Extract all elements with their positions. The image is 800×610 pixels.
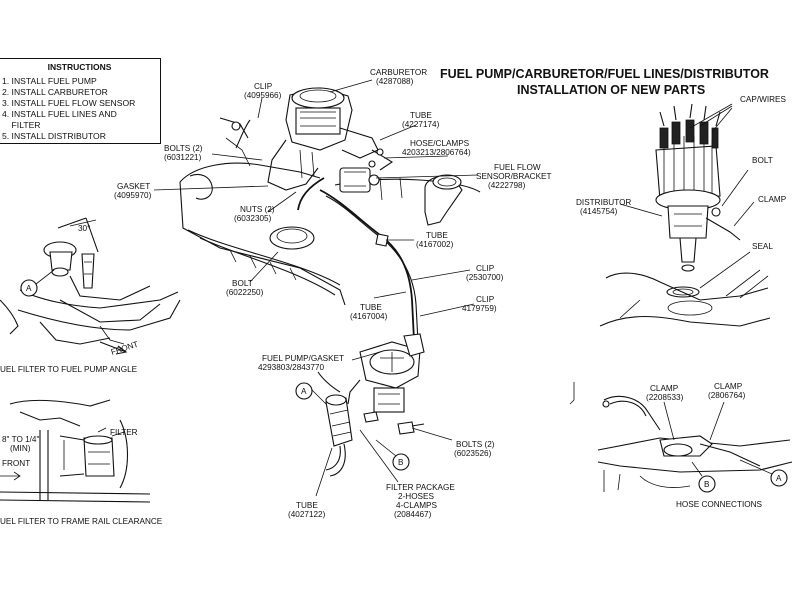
label-distributor-part: (4145754) — [580, 207, 618, 216]
leader-lines — [153, 79, 479, 497]
label-clip1: CLIP — [254, 82, 273, 91]
fuel-filter-icon — [325, 394, 353, 477]
callout-a-hose-circle — [770, 469, 788, 487]
label-nuts-part: (6032305) — [234, 214, 272, 223]
bolts-6023526-icon — [363, 411, 425, 435]
label-clearance-value: 8" TO 1/4" — [2, 435, 39, 444]
callout-b-hose-circle — [698, 475, 716, 493]
callout-b-label: B — [398, 458, 404, 467]
caption-filter-clearance: UEL FILTER TO FRAME RAIL CLEARANCE — [0, 517, 163, 526]
label-tube4-part: (4027122) — [288, 510, 326, 519]
label-filter-clamps: 4-CLAMPS — [396, 501, 437, 510]
oil-cap-icon — [269, 226, 315, 250]
label-filter-package: FILTER PACKAGE — [386, 483, 455, 492]
instruction-item: FILTER — [2, 120, 41, 130]
label-hose-connections: HOSE CONNECTIONS — [676, 500, 763, 509]
fuel-flow-sensor-icon — [339, 167, 380, 193]
label-cap-wires: CAP/WIRES — [740, 95, 786, 104]
instruction-item: 1. INSTALL FUEL PUMP — [2, 76, 97, 86]
label-pump-gasket-part: 4293803/2843770 — [258, 363, 324, 372]
label-clip3: CLIP — [476, 295, 495, 304]
label-clip2: CLIP — [476, 264, 495, 273]
label-filter-part: (2084467) — [394, 510, 432, 519]
label-tube3: TUBE — [360, 303, 382, 312]
label-hose-clamps-part: 4203213/2806764) — [402, 148, 471, 157]
label-angle-value: 30° — [78, 224, 90, 233]
label-seal: SEAL — [752, 242, 773, 251]
label-tube1: TUBE — [410, 111, 432, 120]
carburetor-icon — [219, 87, 379, 191]
callout-a-angle-circle — [20, 279, 38, 297]
label-front2: FRONT — [2, 459, 30, 468]
label-distributor: DISTRIBUTOR — [576, 198, 631, 207]
label-filter: FILTER — [110, 428, 138, 437]
engine-drawing: B A — [179, 87, 481, 477]
callout-a-circle — [295, 382, 313, 400]
callout-a-angle-label: A — [26, 284, 32, 293]
diagram-title-line1: FUEL PUMP/CARBURETOR/FUEL LINES/DISTRIBU… — [440, 67, 769, 81]
instruction-item: 4. INSTALL FUEL LINES AND — [2, 109, 117, 119]
label-tube4: TUBE — [296, 501, 318, 510]
label-bolt1-part: (6022250) — [226, 288, 264, 297]
label-tube1-part: (4227174) — [402, 120, 440, 129]
label-clamp-distributor: CLAMP — [758, 195, 787, 204]
label-pump-gasket: FUEL PUMP/GASKET — [262, 354, 344, 363]
label-clamp-a: CLAMP — [650, 384, 679, 393]
label-clip3-part: 4179759) — [462, 304, 497, 313]
callout-a-label: A — [301, 387, 307, 396]
callout-a-hose-label: A — [776, 474, 782, 483]
label-bolt2: BOLT — [752, 156, 773, 165]
label-carburetor-part: (4287088) — [376, 77, 414, 86]
label-bolts1-part: (6031221) — [164, 153, 202, 162]
label-bolts2-part: (6023526) — [454, 449, 492, 458]
callout-b-hose-label: B — [704, 480, 710, 489]
label-tube3-part: (4167004) — [350, 312, 388, 321]
label-flow-sensor-part: (4222798) — [488, 181, 526, 190]
instructions-heading: INSTRUCTIONS — [47, 62, 112, 72]
label-clamp-a-part: (2208533) — [646, 393, 684, 402]
label-bolt1: BOLT — [232, 279, 253, 288]
label-nuts: NUTS (2) — [240, 205, 275, 214]
label-bolts1: BOLTS (2) — [164, 144, 203, 153]
hose-connections-drawing — [569, 382, 793, 492]
tube-clip-icon — [375, 233, 389, 247]
label-clip2-part: (2530700) — [466, 273, 504, 282]
caption-filter-angle: UEL FILTER TO FUEL PUMP ANGLE — [0, 365, 138, 374]
instruction-item: 5. INSTALL DISTRIBUTOR — [2, 131, 106, 141]
instruction-item: 3. INSTALL FUEL FLOW SENSOR — [2, 98, 136, 108]
label-clearance-min: (MIN) — [10, 444, 31, 453]
fuel-pump-icon — [347, 333, 425, 413]
label-clamp-b: CLAMP — [714, 382, 743, 391]
label-clip1-part: (4095966) — [244, 91, 282, 100]
label-flow-sensor-bracket: SENSOR/BRACKET — [476, 172, 552, 181]
label-gasket-part: (4095970) — [114, 191, 152, 200]
instructions-box: INSTRUCTIONS 1. INSTALL FUEL PUMP 2. INS… — [0, 58, 161, 144]
label-front1: FRONT — [110, 340, 140, 357]
label-flow-sensor: FUEL FLOW — [494, 163, 541, 172]
label-filter-hoses: 2-HOSES — [398, 492, 434, 501]
label-tube2: TUBE — [426, 231, 448, 240]
distributor-drawing — [599, 103, 771, 327]
label-hose-clamps: HOSE/CLAMPS — [410, 139, 470, 148]
diagram-title-line2: INSTALLATION OF NEW PARTS — [517, 83, 705, 97]
filter-clearance-drawing — [0, 399, 151, 503]
label-carburetor: CARBURETOR — [370, 68, 427, 77]
label-bolts2: BOLTS (2) — [456, 440, 495, 449]
instruction-item: 2. INSTALL CARBURETOR — [2, 87, 108, 97]
label-tube2-part: (4167002) — [416, 240, 454, 249]
callout-b-circle — [392, 453, 410, 471]
label-gasket: GASKET — [117, 182, 150, 191]
label-clamp-b-part: (2806764) — [708, 391, 746, 400]
